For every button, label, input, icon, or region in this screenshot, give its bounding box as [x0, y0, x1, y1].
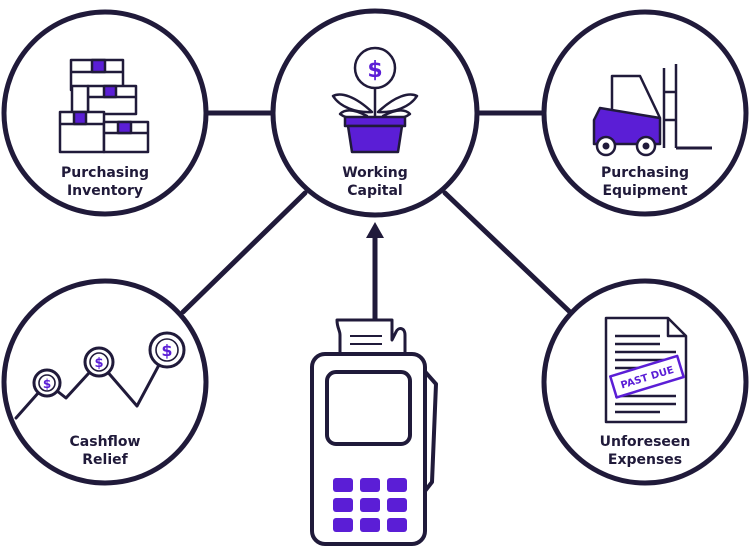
past-due-bill-icon	[604, 316, 688, 424]
node-cashflow-circle	[1, 278, 209, 486]
node-inventory-label-line2: Inventory	[67, 183, 143, 199]
node-inventory-label-line1: Purchasing	[61, 165, 149, 181]
node-expenses-label-line2: Expenses	[608, 452, 682, 468]
node-expenses-label-line1: Unforeseen	[600, 434, 691, 450]
connector-capital-expenses	[442, 190, 573, 315]
node-equipment-label-line2: Equipment	[602, 183, 687, 199]
node-capital-label-line2: Capital	[347, 183, 402, 199]
connectors	[180, 110, 573, 323]
arrow-head	[366, 222, 384, 238]
dollar-sign-capital: $	[367, 58, 382, 83]
node-cashflow-label-line1: Cashflow	[70, 434, 141, 450]
node-equipment-label-line1: Purchasing	[601, 165, 689, 181]
node-capital-label-line1: Working	[342, 165, 408, 181]
money-plant-icon	[331, 46, 419, 154]
dollar-sign-coin-small: $	[43, 377, 51, 391]
connector-capital-cashflow	[180, 190, 308, 315]
node-cashflow-label-line2: Relief	[82, 452, 128, 468]
rising-coins-graph-icon	[14, 331, 186, 420]
dollar-sign-coin-medium: $	[94, 356, 103, 371]
forklift-icon	[592, 64, 712, 157]
node-equipment-circle	[541, 9, 749, 217]
boxes-icon	[58, 58, 150, 154]
dollar-sign-coin-large: $	[161, 341, 172, 360]
card-terminal-icon	[310, 318, 438, 546]
